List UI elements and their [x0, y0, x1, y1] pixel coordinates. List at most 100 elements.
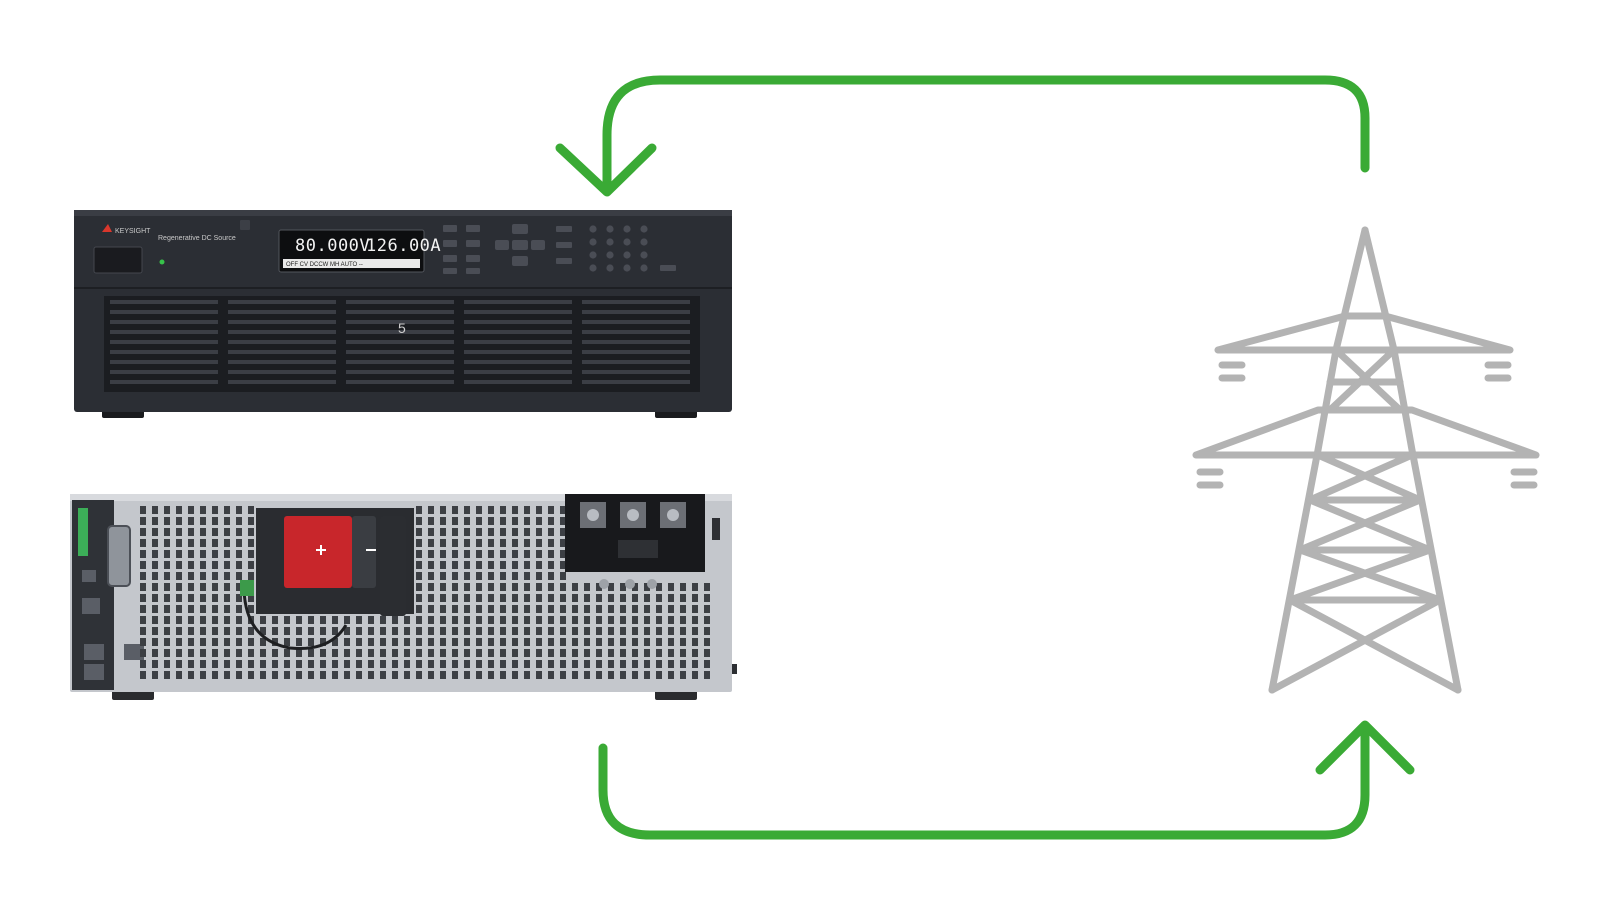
perforation: [692, 649, 698, 657]
perforation: [464, 539, 470, 547]
usb-port[interactable]: [82, 570, 96, 582]
perforation: [560, 550, 566, 558]
perforation: [392, 616, 398, 624]
perforation: [524, 660, 530, 668]
dc-output-busbar-cover[interactable]: [284, 516, 352, 588]
perforation: [356, 638, 362, 646]
perforation: [224, 539, 230, 547]
perforation: [224, 561, 230, 569]
perforation: [704, 594, 710, 602]
perforation: [344, 660, 350, 668]
perforation: [308, 649, 314, 657]
perforation: [608, 594, 614, 602]
perforation: [188, 539, 194, 547]
arrow-instrument-to-grid: [598, 720, 1415, 840]
grille-slot: [110, 340, 218, 344]
digital-io-port-2[interactable]: [124, 644, 144, 660]
perforation: [188, 550, 194, 558]
perforation: [416, 638, 422, 646]
numeric-keypad[interactable]: [556, 225, 676, 272]
grille-slot: [110, 320, 218, 324]
perforation: [224, 649, 230, 657]
perforation: [440, 616, 446, 624]
perforation: [164, 627, 170, 635]
perforation: [452, 583, 458, 591]
perforation: [512, 539, 518, 547]
perforation: [476, 649, 482, 657]
perforation: [416, 649, 422, 657]
ac-terminal-l2[interactable]: [627, 509, 639, 521]
perforation: [572, 616, 578, 624]
perforation: [404, 649, 410, 657]
perforation: [272, 616, 278, 624]
digital-io-port-1[interactable]: [84, 644, 104, 660]
grille-slot: [346, 340, 454, 344]
perforation: [572, 605, 578, 613]
perforation: [428, 572, 434, 580]
perforation: [236, 594, 242, 602]
perforation: [428, 616, 434, 624]
perforation: [140, 539, 146, 547]
perforation: [632, 660, 638, 668]
perforation: [332, 660, 338, 668]
digital-io-port-3[interactable]: [84, 664, 104, 680]
perforation: [608, 671, 614, 679]
perforation: [368, 616, 374, 624]
perforation: [200, 517, 206, 525]
perforation: [200, 572, 206, 580]
perforation: [560, 539, 566, 547]
ac-terminal-l3[interactable]: [667, 509, 679, 521]
power-switch[interactable]: [93, 246, 143, 274]
perforation: [476, 616, 482, 624]
perforation: [224, 627, 230, 635]
perforation: [680, 605, 686, 613]
perforation: [152, 627, 158, 635]
perforation: [596, 627, 602, 635]
function-keys[interactable]: [443, 225, 480, 274]
brand-label: KEYSIGHT: [115, 228, 151, 235]
perforation: [596, 660, 602, 668]
perforation: [404, 627, 410, 635]
perforation: [428, 638, 434, 646]
perforation: [500, 550, 506, 558]
perforation: [236, 517, 242, 525]
perforation: [176, 671, 182, 679]
perforation: [572, 594, 578, 602]
perforation: [188, 616, 194, 624]
perforation: [416, 671, 422, 679]
perforation: [632, 627, 638, 635]
perforation: [296, 671, 302, 679]
perforation: [416, 583, 422, 591]
perforation: [488, 561, 494, 569]
perforation: [332, 627, 338, 635]
grille-slot: [582, 300, 690, 304]
perforation: [440, 506, 446, 514]
gpib-connector[interactable]: [107, 525, 131, 587]
lan-port[interactable]: [82, 598, 100, 614]
model-label: Regenerative DC Source: [158, 235, 236, 242]
power-led-icon: [159, 259, 165, 265]
perforation: [548, 605, 554, 613]
perforation: [248, 605, 254, 613]
perforation: [668, 649, 674, 657]
grille-slot: [110, 370, 218, 374]
perforation: [176, 572, 182, 580]
perforation: [632, 638, 638, 646]
navigation-keypad[interactable]: [495, 224, 545, 266]
perforation: [548, 528, 554, 536]
perforation: [332, 638, 338, 646]
perforation: [272, 627, 278, 635]
perforation: [476, 517, 482, 525]
ac-terminal-l1[interactable]: [587, 509, 599, 521]
grille-slot: [228, 380, 336, 384]
sense-terminal-block[interactable]: [78, 508, 88, 556]
perforation: [548, 660, 554, 668]
perforation: [152, 583, 158, 591]
perforation: [356, 649, 362, 657]
perforation: [176, 550, 182, 558]
perforation: [320, 627, 326, 635]
perforation: [512, 638, 518, 646]
perforation: [236, 539, 242, 547]
perforation: [428, 517, 434, 525]
perforation: [668, 660, 674, 668]
